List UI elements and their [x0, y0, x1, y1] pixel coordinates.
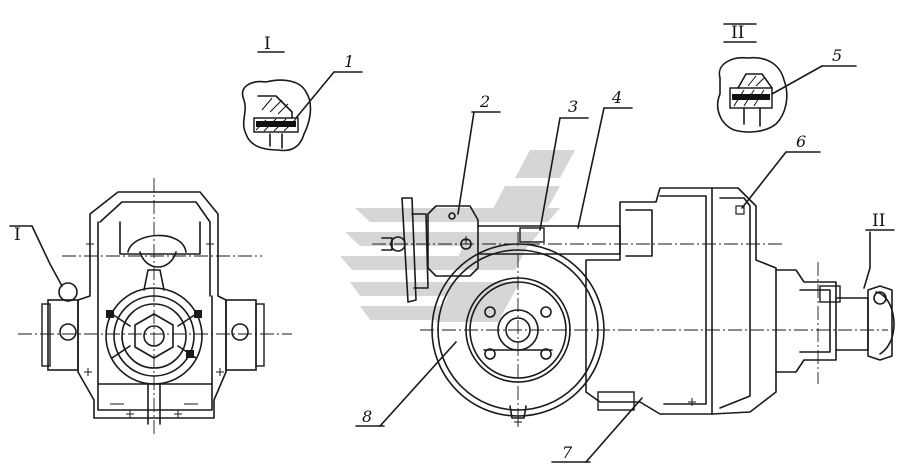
- callout-1: 1: [344, 52, 354, 71]
- callout-7: 7: [562, 443, 573, 462]
- detail-II-inset: II 5: [716, 23, 857, 133]
- left-view-I-mark: I: [14, 225, 21, 245]
- callout-4: 4: [611, 88, 622, 107]
- main-view: II: [372, 187, 895, 430]
- callout-3: 3: [568, 97, 578, 116]
- detail-II-mark: II: [731, 23, 744, 43]
- callout-8: 8: [362, 407, 372, 426]
- callout-5: 5: [832, 46, 842, 65]
- callout-leaders: 2 3 4 6 7 8: [355, 88, 821, 463]
- watermark-logo: [340, 150, 575, 322]
- detail-I-inset: I 1: [241, 34, 363, 152]
- callout-6: 6: [796, 132, 806, 151]
- callout-2: 2: [479, 92, 490, 111]
- end-view: I: [9, 178, 292, 436]
- right-view-II-mark: II: [872, 211, 885, 231]
- detail-I-mark: I: [264, 34, 271, 54]
